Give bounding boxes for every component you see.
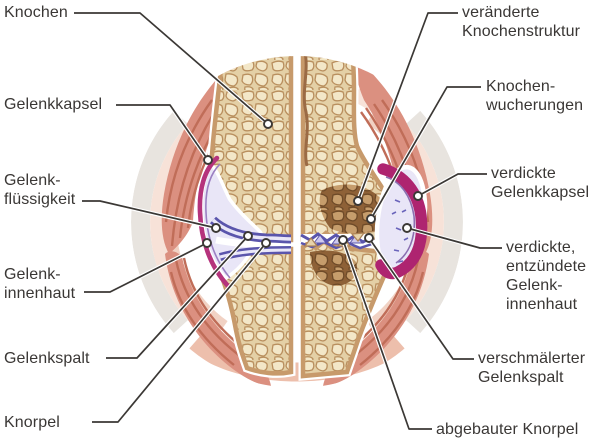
leader-entzuendete-innenhaut bbox=[406, 227, 502, 249]
leader-gelenkspalt bbox=[106, 235, 249, 359]
skin-ring-right bbox=[406, 110, 463, 334]
label-abgebauter-knorpel: abgebauter Knorpel bbox=[436, 421, 579, 438]
leader-gelenkkapsel bbox=[116, 104, 209, 161]
dot-gelenkkapsel bbox=[203, 155, 213, 165]
synovial-membrane bbox=[205, 163, 231, 279]
label-gelenkinnenhaut: Gelenk- innenhaut bbox=[4, 266, 76, 302]
cartilage-femoral bbox=[209, 216, 292, 244]
dot-knochenwucherungen bbox=[366, 214, 376, 224]
leader-veraenderte-knochenstruktur bbox=[357, 12, 458, 202]
label-entzuendete-innenhaut: verdickte, entzündete Gelenk- innenhaut bbox=[506, 239, 587, 313]
label-veraenderte-knochenstruktur: veränderte Knochenstruktur bbox=[462, 4, 581, 40]
sclerotic-cortex-line bbox=[302, 56, 309, 167]
dot-entzuendete-innenhaut bbox=[402, 223, 412, 233]
thickened-synovial-membrane bbox=[385, 176, 416, 264]
skin-ring-left bbox=[131, 110, 188, 334]
dot-gelenkinnenhaut bbox=[202, 238, 212, 248]
label-knochen: Knochen bbox=[4, 4, 68, 21]
label-gelenkfluessigkeit: Gelenk- flüssigkeit bbox=[4, 172, 76, 208]
cartilage-tibial bbox=[218, 246, 292, 261]
dot-verschmaelerter-gelenkspalt bbox=[364, 233, 374, 243]
dot-gelenkfluessigkeit bbox=[211, 223, 221, 233]
leader-dots bbox=[202, 119, 423, 248]
dot-abgebauter-knorpel bbox=[338, 235, 348, 245]
leader-verdickte-gelenkkapsel bbox=[417, 173, 487, 197]
changed-bone-structure-tibia bbox=[310, 250, 358, 286]
label-knochenwucherungen: Knochen- wucherungen bbox=[486, 78, 584, 114]
label-gelenkkapsel: Gelenkkapsel bbox=[4, 96, 103, 113]
leader-knochen bbox=[74, 12, 269, 125]
leader-verschmaelerter-gelenkspalt bbox=[368, 237, 474, 360]
label-verschmaelerter-gelenkspalt: verschmälerter Gelenkspalt bbox=[478, 350, 586, 386]
label-knorpel: Knorpel bbox=[4, 414, 60, 431]
leader-gelenkfluessigkeit bbox=[82, 200, 217, 229]
joint-space bbox=[215, 236, 292, 248]
label-verdickte-gelenkkapsel: verdickte Gelenkkapsel bbox=[491, 165, 590, 201]
leader-knorpel bbox=[92, 242, 267, 423]
dot-verdickte-gelenkkapsel bbox=[413, 191, 423, 201]
thickened-joint-capsule bbox=[375, 163, 428, 280]
dot-veraenderte-knochenstruktur bbox=[353, 196, 363, 206]
dot-knochen bbox=[263, 119, 273, 129]
label-gelenkspalt: Gelenkspalt bbox=[4, 350, 90, 367]
tissue-ring-left bbox=[150, 88, 241, 356]
leader-abgebauter-knorpel bbox=[342, 239, 432, 430]
tissue-ring-right bbox=[353, 88, 444, 356]
dot-knorpel bbox=[261, 238, 271, 248]
dot-gelenkspalt bbox=[243, 231, 253, 241]
leader-knochenwucherungen bbox=[370, 86, 481, 220]
leader-lines bbox=[74, 11, 502, 431]
leader-gelenkinnenhaut bbox=[84, 242, 208, 293]
